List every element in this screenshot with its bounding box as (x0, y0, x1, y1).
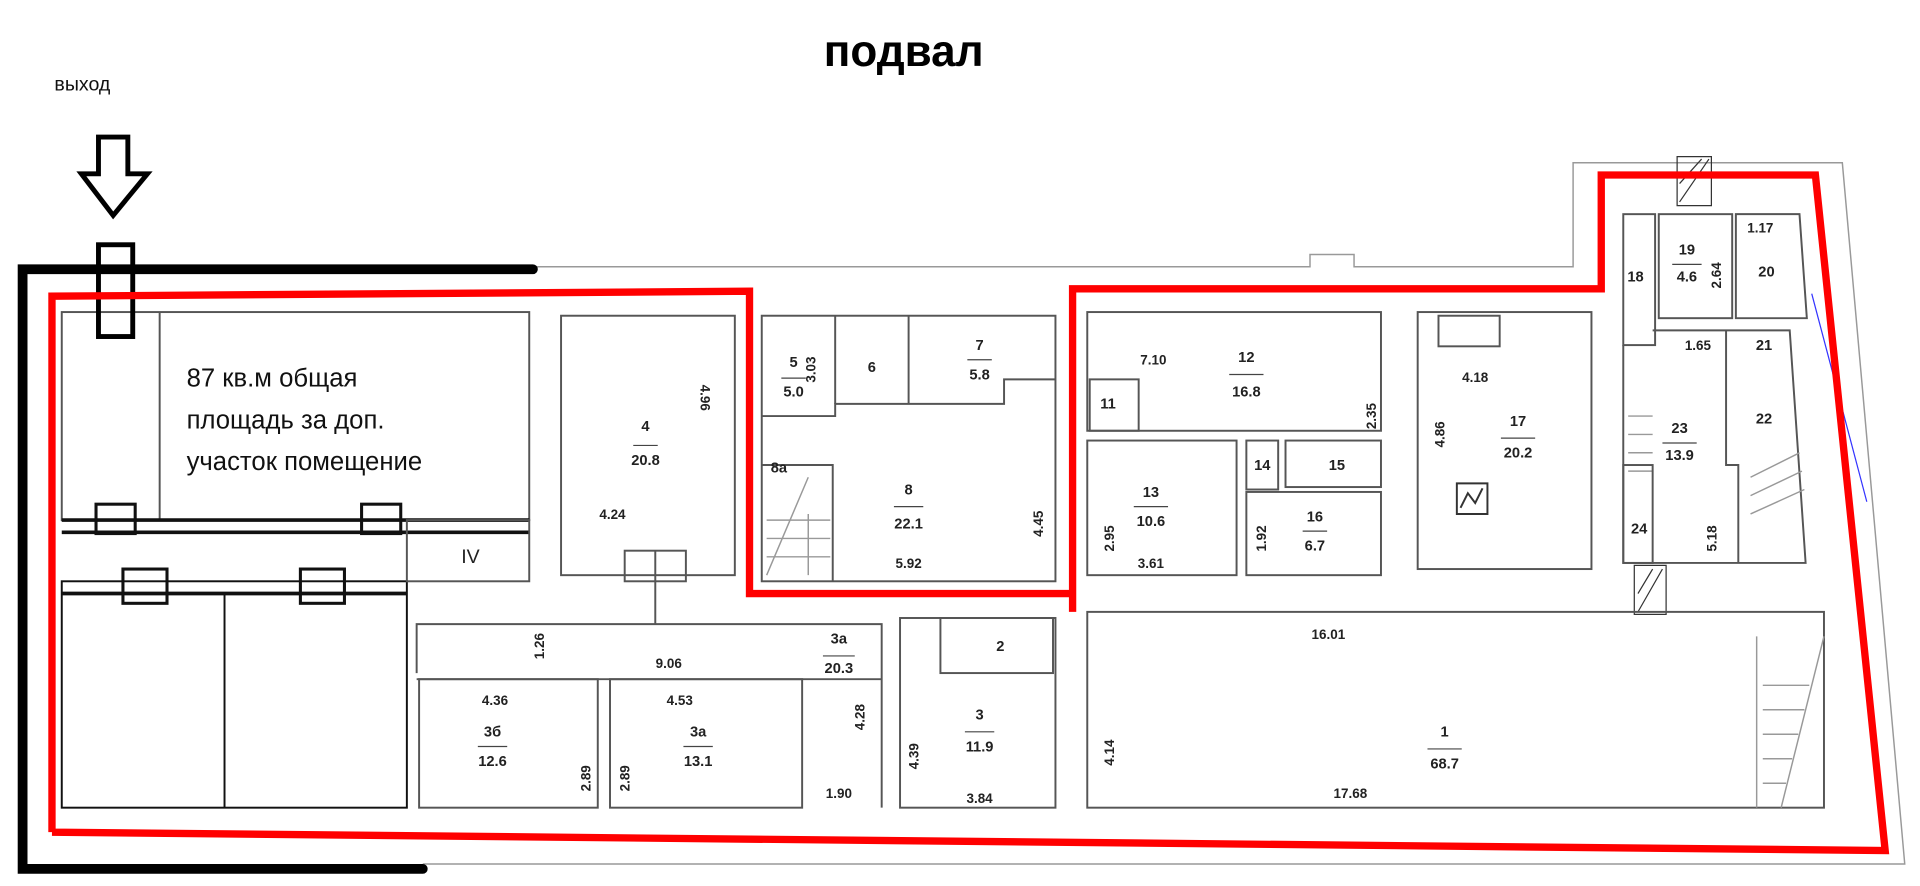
room-12-number: 12 (1238, 350, 1254, 366)
room-8-number: 8 (905, 482, 913, 498)
room-18-number: 18 (1627, 269, 1643, 285)
room-3-number: 3 (975, 708, 983, 724)
room-7-number: 7 (975, 338, 983, 354)
room-5-area: 5.0 (783, 384, 803, 400)
room-14-number: 14 (1254, 458, 1271, 474)
dimension: 2.89 (578, 765, 593, 791)
room-6-number: 6 (868, 360, 876, 376)
room-5-number: 5 (789, 355, 797, 371)
room-3a-corridor-number: 3а (831, 632, 848, 648)
room-3a-corridor-area: 20.3 (825, 661, 854, 677)
dimension: 3.03 (804, 356, 819, 382)
page-title: подвал (824, 27, 984, 76)
room-1-number: 1 (1441, 725, 1449, 741)
dimension: 17.68 (1334, 786, 1368, 801)
room-13-number: 13 (1143, 485, 1159, 501)
dimension: 4.53 (667, 693, 693, 708)
room-19-area: 4.6 (1677, 269, 1697, 285)
area-divider-bars (477, 263, 1702, 750)
room-17-area: 20.2 (1504, 446, 1533, 462)
exit-door (96, 242, 136, 339)
dimension: 5.92 (896, 556, 922, 571)
room-3-area: 11.9 (966, 739, 994, 755)
dimension: 7.10 (1140, 353, 1166, 368)
dimension: 1.92 (1254, 525, 1269, 551)
dimension: 2.89 (618, 765, 633, 791)
room-1-area: 68.7 (1430, 757, 1459, 773)
dimension: 4.18 (1462, 370, 1489, 385)
room-21-number: 21 (1756, 338, 1772, 354)
extra-area-block: 87 кв.м общая площадь за доп. участок по… (60, 311, 531, 809)
room-4-area: 20.8 (631, 453, 660, 469)
room-12-area: 16.8 (1232, 384, 1261, 400)
extra-area-note-line: участок помещение (187, 448, 423, 476)
dimension: 4.36 (482, 693, 508, 708)
room-23-area: 13.9 (1665, 448, 1694, 464)
leased-area-boundary (48, 171, 1890, 855)
dimension: 2.95 (1102, 525, 1117, 552)
dimension: 4.39 (906, 743, 921, 769)
dimension: 4.96 (698, 385, 713, 411)
dimension: 4.24 (599, 507, 626, 522)
room-15-number: 15 (1329, 458, 1345, 474)
dimension: 1.90 (826, 786, 852, 801)
room-23-number: 23 (1671, 421, 1687, 437)
dimension: 1.65 (1685, 338, 1712, 353)
dimension: 1.26 (532, 633, 547, 659)
room-4-number: 4 (641, 419, 650, 435)
room-3a-area: 13.1 (684, 754, 713, 770)
dimension: 3.61 (1138, 556, 1165, 571)
room-2-number: 2 (996, 639, 1004, 655)
dimension: 4.45 (1031, 510, 1046, 537)
room-8a-number: 8а (771, 460, 788, 476)
room-17-number: 17 (1510, 414, 1526, 430)
dimension: 2.35 (1364, 402, 1379, 429)
room-walls (415, 156, 1825, 809)
room-3b-area: 12.6 (478, 754, 507, 770)
room-11-number: 11 (1100, 397, 1116, 413)
extra-area-note-line: 87 кв.м общая (187, 365, 358, 393)
exterior-wall (17, 264, 538, 874)
room-3a-number: 3а (690, 725, 707, 741)
dimension: 3.84 (966, 791, 993, 806)
exit-label: выход (54, 74, 111, 96)
room-8-area: 22.1 (894, 517, 923, 533)
dimension: 16.01 (1312, 627, 1346, 642)
room-20-number: 20 (1758, 265, 1774, 281)
dimension: 4.28 (853, 704, 868, 731)
extra-area-note-line: площадь за доп. (187, 406, 385, 434)
room-19-number: 19 (1679, 243, 1695, 259)
dimension: 4.14 (1102, 739, 1117, 766)
section-label-iv: IV (461, 546, 479, 568)
dimension: 4.86 (1433, 421, 1448, 447)
dimension: 1.17 (1747, 221, 1773, 236)
exit-arrow-icon (76, 134, 153, 220)
room-labels: 4 20.8 5 5.0 6 7 5.8 8 22.1 8а 11 12 16.… (478, 243, 1774, 773)
room-7-area: 5.8 (969, 367, 989, 383)
room-3b-number: 3б (484, 725, 501, 741)
room-16-area: 6.7 (1305, 539, 1325, 555)
building-outline (422, 162, 1906, 865)
room-13-area: 10.6 (1137, 514, 1166, 530)
dimension-labels: 4.96 4.24 3.03 5.92 4.45 7.10 2.35 2.95 … (482, 221, 1774, 806)
room-16-number: 16 (1307, 509, 1323, 525)
room-24-number: 24 (1631, 522, 1648, 538)
dimension: 9.06 (656, 656, 682, 671)
room-22-number: 22 (1756, 411, 1772, 427)
dimension: 5.18 (1704, 525, 1719, 552)
dimension: 2.64 (1709, 262, 1724, 289)
